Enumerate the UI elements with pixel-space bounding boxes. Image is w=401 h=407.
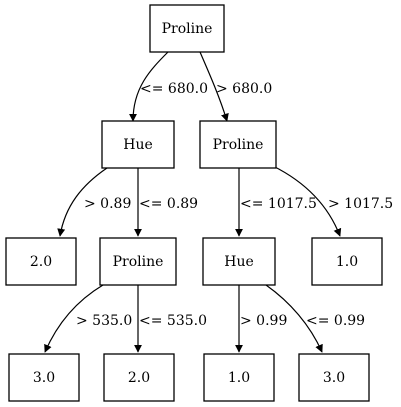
edge-label-hue-right-a: > 0.99	[240, 313, 287, 329]
node-leaf-2-b-label: 2.0	[128, 370, 150, 386]
edge-label-hue-left-a: > 0.89	[84, 196, 131, 212]
node-root-label: Proline	[162, 21, 213, 37]
edges	[44, 51, 342, 353]
edge-label-hue-left-b: <= 0.89	[139, 196, 198, 212]
edge-hue-left-to-leaf-2	[57, 167, 108, 237]
node-leaf-3-a: 3.0	[8, 353, 80, 402]
node-leaf-2-left: 2.0	[5, 237, 77, 286]
node-hue-right: Hue	[202, 237, 276, 286]
node-proline-mid-label: Proline	[113, 254, 164, 270]
edge-label-root-left: <= 680.0	[140, 81, 208, 97]
edge-proline-mid-to-leaf-3	[44, 284, 104, 353]
edge-label-hue-right-b: <= 0.99	[306, 313, 365, 329]
node-leaf-3-d: 3.0	[298, 353, 370, 402]
node-hue-right-label: Hue	[224, 254, 254, 270]
edge-label-proline-mid-b: <= 535.0	[139, 313, 207, 329]
edge-hue-right-to-leaf-3	[265, 284, 323, 353]
edge-label-root-right: > 680.0	[216, 81, 272, 97]
edge-labels: <= 680.0 > 680.0 > 0.89 <= 0.89 <= 1017.…	[76, 81, 393, 329]
nodes: Proline Hue Proline 2.0 Proline Hue 1.0	[5, 4, 383, 402]
edge-root-to-hue-left	[129, 51, 169, 122]
node-leaf-1-c-label: 1.0	[228, 370, 250, 386]
node-leaf-3-d-label: 3.0	[323, 370, 345, 386]
node-root-proline: Proline	[149, 4, 225, 53]
edge-root-to-proline-right	[199, 51, 229, 122]
node-proline-right: Proline	[199, 120, 277, 169]
node-leaf-1-right: 1.0	[311, 237, 383, 286]
node-hue-left: Hue	[101, 120, 175, 169]
edge-label-proline-right-a: <= 1017.5	[240, 196, 317, 212]
node-leaf-1-c: 1.0	[203, 353, 275, 402]
node-leaf-2-b: 2.0	[103, 353, 175, 402]
node-proline-right-label: Proline	[213, 137, 264, 153]
node-proline-mid: Proline	[99, 237, 177, 286]
edge-proline-right-to-leaf-1	[272, 165, 342, 237]
edge-label-proline-right-b: > 1017.5	[328, 196, 393, 212]
node-leaf-1-right-label: 1.0	[336, 254, 358, 270]
node-leaf-2-left-label: 2.0	[30, 254, 52, 270]
node-leaf-3-a-label: 3.0	[33, 370, 55, 386]
node-hue-left-label: Hue	[123, 137, 153, 153]
edge-label-proline-mid-a: > 535.0	[76, 313, 132, 329]
